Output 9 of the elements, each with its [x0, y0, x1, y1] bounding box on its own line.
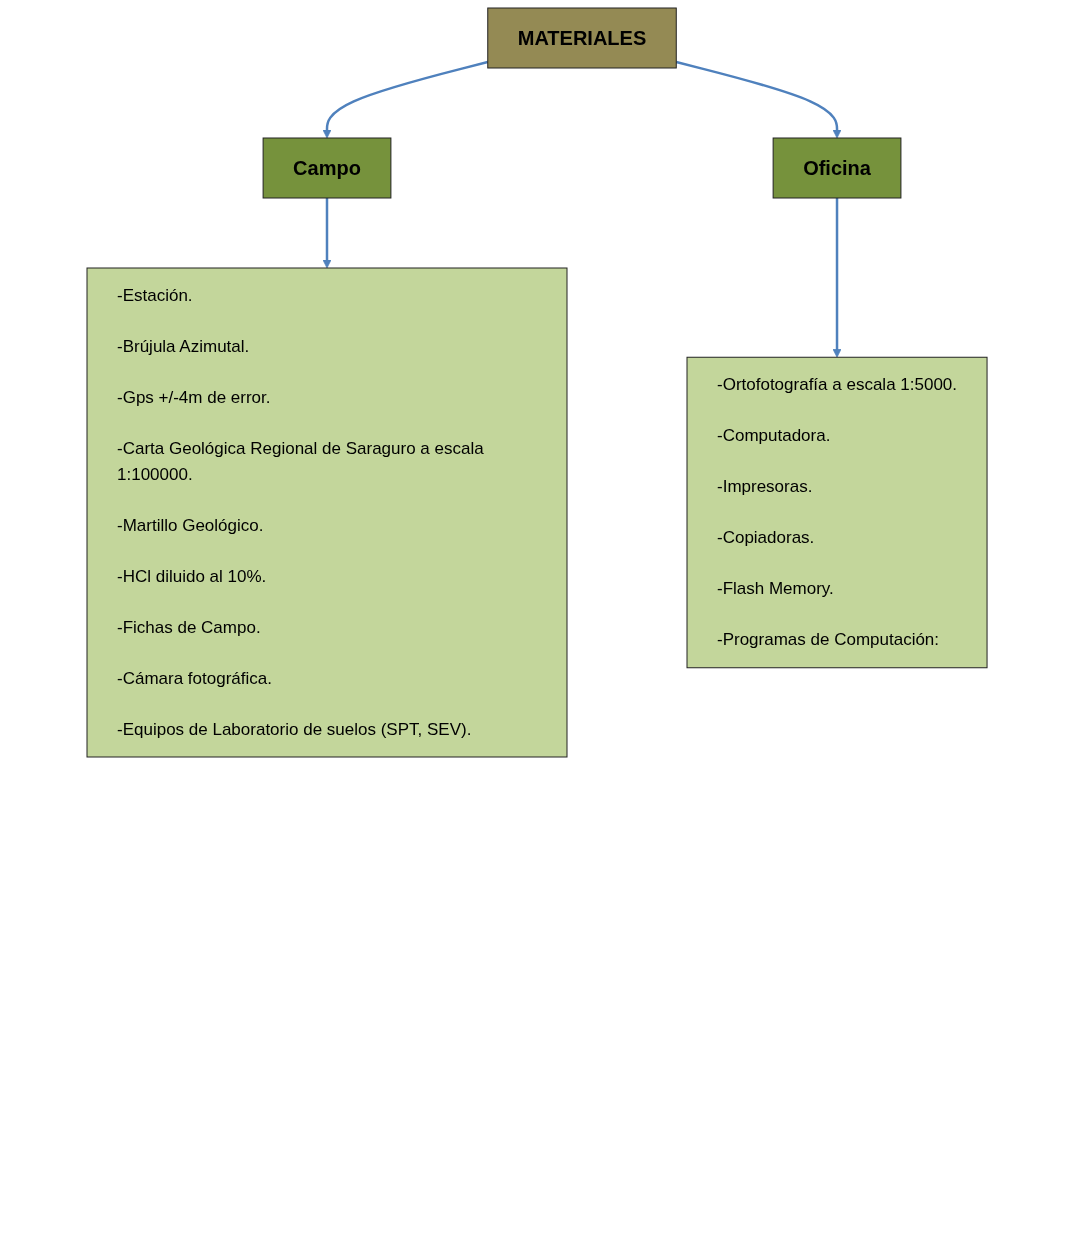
arrow	[833, 198, 842, 358]
node-box: Campo	[263, 137, 392, 199]
node-box: -Ortofotografía a escala 1:5000. -Computadora. -Impresoras. -Copiadoras. -Flash Memory. -Programas de Computación:	[686, 356, 988, 669]
node-box: Oficina	[773, 137, 902, 199]
node-box: MATERIALES	[487, 7, 678, 69]
node-box: -Estación. -Brújula Azimutal. -Gps +/-4m de error. -Carta Geológica Regional de Saraguro a escala 1:100000. -Martillo Geológico. -HCl diluido al 10%. -Fichas de Campo. -Cámara fotográfica. -Equipos de Laboratorio de suelos (SPT, SEV).	[86, 267, 568, 758]
arrow	[676, 60, 842, 139]
arrow	[323, 60, 489, 139]
arrow	[323, 198, 332, 269]
